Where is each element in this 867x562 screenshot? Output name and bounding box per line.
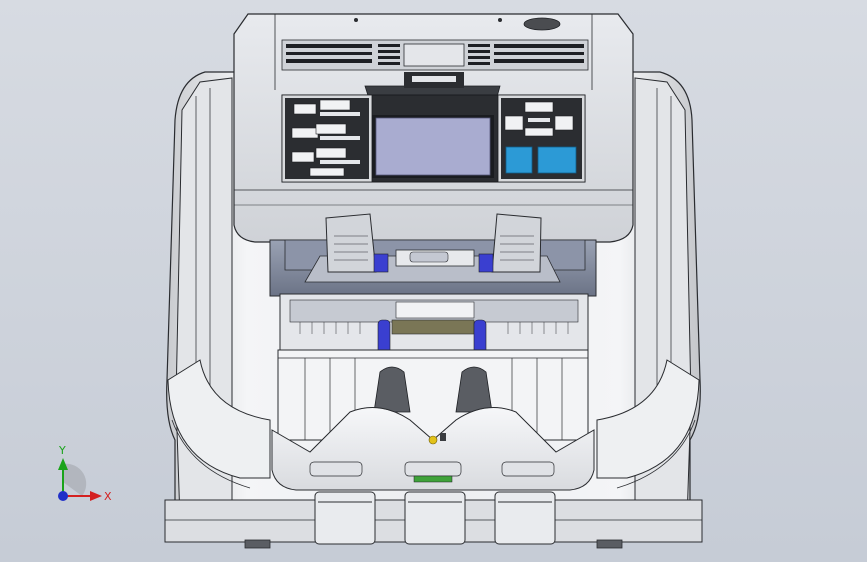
panel-key[interactable] <box>291 127 319 139</box>
roller <box>473 319 487 355</box>
front-vents <box>314 491 556 545</box>
knob-icon <box>523 17 561 31</box>
panel-key[interactable] <box>524 101 554 113</box>
transport-section <box>279 293 589 355</box>
y-axis-arrow-icon <box>58 458 68 470</box>
z-axis-dot-icon <box>58 491 68 501</box>
hopper-guide-left[interactable] <box>325 213 377 273</box>
panel-key[interactable] <box>319 99 351 111</box>
function-button[interactable] <box>537 146 577 174</box>
base <box>164 491 703 549</box>
top-module <box>233 13 634 243</box>
sensor-indicator <box>428 435 438 445</box>
top-vent-slots <box>286 44 584 65</box>
x-axis-label: X <box>104 490 112 503</box>
start-button[interactable] <box>505 146 533 174</box>
panel-key[interactable] <box>315 147 347 159</box>
panel-key[interactable] <box>524 127 554 137</box>
panel-key[interactable] <box>293 103 317 115</box>
panel-key[interactable] <box>309 167 345 177</box>
output-stacker <box>271 349 595 491</box>
hopper-guide-right[interactable] <box>491 213 542 273</box>
coordinate-triad: Y X <box>58 444 112 503</box>
y-axis-label: Y <box>58 444 66 457</box>
roller <box>377 319 391 355</box>
panel-key[interactable] <box>504 115 524 131</box>
feed-hopper <box>269 213 597 297</box>
panel-key[interactable] <box>315 123 347 135</box>
x-axis-arrow-icon <box>90 491 102 501</box>
right-keypad <box>504 101 574 137</box>
left-keypad <box>291 99 351 177</box>
panel-key[interactable] <box>291 151 315 163</box>
panel-key[interactable] <box>554 115 574 131</box>
lcd-screen <box>375 117 491 176</box>
